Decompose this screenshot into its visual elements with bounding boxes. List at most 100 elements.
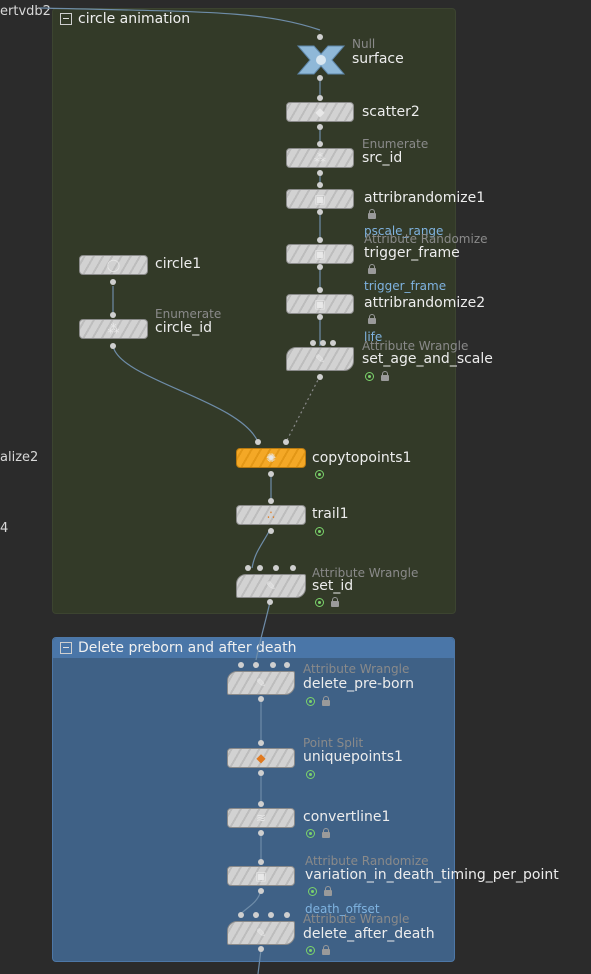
- input-connector[interactable]: [320, 340, 326, 346]
- output-connector[interactable]: [110, 343, 116, 349]
- node-name: attribrandomize2: [364, 295, 486, 311]
- input-connector[interactable]: [257, 565, 263, 571]
- input-connector[interactable]: [317, 141, 323, 147]
- lock-icon[interactable]: [322, 945, 330, 955]
- output-connector[interactable]: [317, 124, 323, 130]
- input-connector[interactable]: [253, 912, 259, 918]
- display-flag-icon[interactable]: [308, 887, 317, 896]
- input-connector[interactable]: [317, 237, 323, 243]
- output-connector[interactable]: [258, 830, 264, 836]
- node-tile[interactable]: ◆: [286, 102, 354, 122]
- node-tile[interactable]: ⁂: [79, 319, 148, 339]
- node-tile[interactable]: ✎: [227, 671, 295, 695]
- input-connector[interactable]: [258, 801, 264, 807]
- enumerate-icon: ⁂: [107, 322, 120, 336]
- display-flag-icon[interactable]: [306, 770, 315, 779]
- input-connector[interactable]: [110, 312, 116, 318]
- input-connector[interactable]: [273, 565, 279, 571]
- node-tile[interactable]: ▣: [286, 189, 354, 209]
- lock-icon[interactable]: [368, 209, 376, 219]
- network-box-header[interactable]: circle animation: [53, 9, 455, 29]
- randomize-icon: ▣: [314, 297, 326, 311]
- collapse-icon[interactable]: [60, 13, 72, 25]
- node-tile[interactable]: ✺: [236, 448, 306, 468]
- convert-line-icon: ≋: [255, 811, 267, 825]
- node-tile[interactable]: ✎: [286, 347, 354, 371]
- node-tile[interactable]: ◆: [227, 748, 295, 768]
- input-connector[interactable]: [330, 340, 336, 346]
- node-name: copytopoints1: [312, 450, 412, 466]
- output-connector[interactable]: [317, 170, 323, 176]
- output-connector[interactable]: [317, 264, 323, 270]
- circle-icon: ◯: [106, 258, 121, 272]
- output-connector[interactable]: [258, 696, 264, 702]
- input-connector[interactable]: [284, 912, 290, 918]
- output-connector[interactable]: [110, 279, 116, 285]
- input-connector[interactable]: [258, 740, 264, 746]
- node-name: circle_id: [155, 320, 213, 336]
- display-flag-icon[interactable]: [315, 527, 324, 536]
- input-connector[interactable]: [284, 662, 290, 668]
- node-type: Attribute Wrangle: [312, 566, 419, 580]
- node-tile[interactable]: ▣: [286, 294, 354, 314]
- output-connector[interactable]: [317, 75, 323, 81]
- output-connector[interactable]: [268, 528, 274, 534]
- output-connector[interactable]: [258, 770, 264, 776]
- node-tile[interactable]: ▣: [227, 866, 295, 886]
- input-connector[interactable]: [283, 439, 289, 445]
- output-connector[interactable]: [317, 374, 323, 380]
- input-connector[interactable]: [238, 912, 244, 918]
- input-connector[interactable]: [317, 34, 323, 40]
- input-connector[interactable]: [270, 662, 276, 668]
- node-tile[interactable]: ▣: [286, 244, 354, 264]
- output-connector[interactable]: [267, 599, 273, 605]
- lock-icon[interactable]: [324, 886, 332, 896]
- input-connector[interactable]: [317, 287, 323, 293]
- output-connector[interactable]: [317, 209, 323, 215]
- node-tile[interactable]: ≋: [227, 808, 295, 828]
- node-name: set_age_and_scale: [362, 351, 493, 367]
- display-flag-icon[interactable]: [315, 598, 324, 607]
- node-tile[interactable]: ⁂: [286, 148, 354, 168]
- node-tile[interactable]: ✎: [227, 921, 295, 945]
- node-type: Attribute Randomize: [305, 854, 429, 868]
- null-node-icon[interactable]: [294, 40, 348, 80]
- input-connector[interactable]: [317, 182, 323, 188]
- input-connector[interactable]: [258, 859, 264, 865]
- lock-icon[interactable]: [322, 696, 330, 706]
- display-flag-icon[interactable]: [306, 829, 315, 838]
- display-flag-icon[interactable]: [306, 946, 315, 955]
- collapse-icon[interactable]: [60, 642, 72, 654]
- offscreen-node-label: 4: [0, 521, 9, 536]
- network-box-title: Delete preborn and after death: [78, 640, 297, 656]
- input-connector[interactable]: [310, 340, 316, 346]
- display-flag-icon[interactable]: [365, 372, 374, 381]
- input-connector[interactable]: [268, 912, 274, 918]
- wrangle-icon: ✎: [255, 676, 267, 690]
- display-flag-icon[interactable]: [315, 470, 324, 479]
- lock-icon[interactable]: [368, 264, 376, 274]
- node-name: convertline1: [303, 809, 391, 825]
- node-tile[interactable]: ✎: [236, 574, 306, 598]
- wrangle-icon: ✎: [255, 926, 267, 940]
- node-tile[interactable]: ∴: [236, 505, 306, 525]
- lock-icon[interactable]: [331, 597, 339, 607]
- lock-icon[interactable]: [381, 371, 389, 381]
- lock-icon[interactable]: [322, 828, 330, 838]
- input-connector[interactable]: [253, 662, 259, 668]
- input-connector[interactable]: [255, 439, 261, 445]
- input-connector[interactable]: [238, 662, 244, 668]
- network-box-header[interactable]: Delete preborn and after death: [53, 638, 454, 658]
- input-connector[interactable]: [317, 95, 323, 101]
- node-tile[interactable]: ◯: [79, 255, 148, 275]
- network-box-title: circle animation: [78, 11, 191, 27]
- input-connector[interactable]: [290, 565, 296, 571]
- input-connector[interactable]: [245, 565, 251, 571]
- lock-icon[interactable]: [368, 314, 376, 324]
- display-flag-icon[interactable]: [306, 697, 315, 706]
- input-connector[interactable]: [268, 498, 274, 504]
- output-connector[interactable]: [258, 888, 264, 894]
- output-connector[interactable]: [258, 946, 264, 952]
- output-connector[interactable]: [317, 314, 323, 320]
- output-connector[interactable]: [268, 471, 274, 477]
